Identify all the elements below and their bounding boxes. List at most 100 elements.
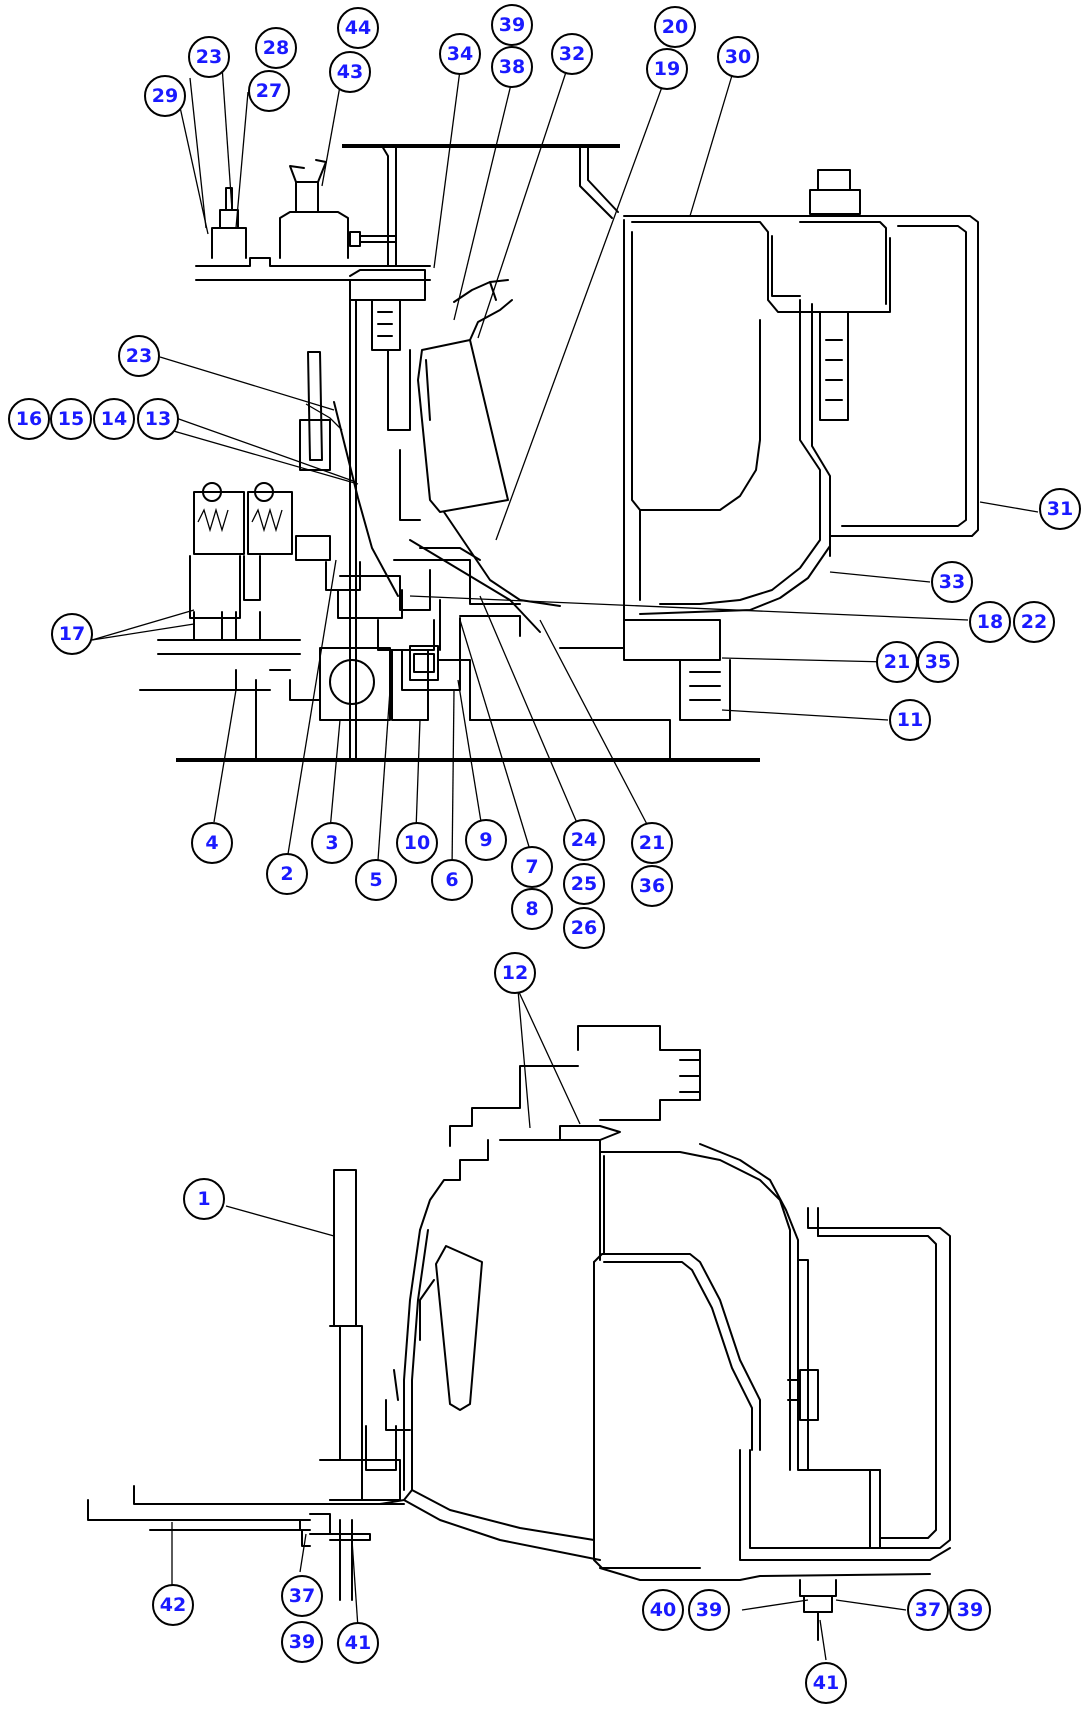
- svg-text:34: 34: [447, 43, 473, 65]
- callout-balloon: 5: [355, 859, 397, 901]
- svg-text:39: 39: [696, 1599, 722, 1621]
- callout-balloon: 18: [969, 601, 1011, 643]
- svg-text:39: 39: [289, 1631, 315, 1653]
- svg-text:21: 21: [639, 832, 665, 854]
- svg-text:39: 39: [499, 14, 525, 36]
- callout-balloon: 25: [563, 863, 605, 905]
- callout-balloon: 42: [152, 1584, 194, 1626]
- svg-text:8: 8: [525, 898, 538, 920]
- callout-balloon: 6: [431, 859, 473, 901]
- lower-assembly-linework: [87, 1025, 951, 1641]
- svg-text:7: 7: [525, 856, 538, 878]
- svg-text:28: 28: [263, 37, 289, 59]
- callout-balloon: 32: [551, 33, 593, 75]
- callout-balloon: 14: [93, 398, 135, 440]
- callout-balloon: 7: [511, 846, 553, 888]
- callout-balloon: 41: [337, 1622, 379, 1664]
- callout-balloon: 33: [931, 561, 973, 603]
- callout-balloon: 35: [917, 641, 959, 683]
- svg-text:32: 32: [559, 43, 585, 65]
- callout-balloon: 8: [511, 888, 553, 930]
- svg-text:9: 9: [479, 829, 492, 851]
- svg-text:42: 42: [160, 1594, 186, 1616]
- svg-text:27: 27: [256, 80, 282, 102]
- callout-balloon: 39: [949, 1589, 991, 1631]
- callout-balloon: 41: [805, 1662, 847, 1704]
- callout-balloon: 16: [8, 398, 50, 440]
- callout-balloon: 13: [137, 398, 179, 440]
- svg-text:2: 2: [280, 863, 293, 885]
- callout-balloon: 39: [491, 4, 533, 46]
- callout-balloon: 39: [688, 1589, 730, 1631]
- callout-balloon: 37: [281, 1575, 323, 1617]
- callout-balloon: 19: [646, 48, 688, 90]
- callout-balloon: 40: [642, 1589, 684, 1631]
- svg-text:30: 30: [725, 46, 751, 68]
- svg-text:3: 3: [325, 832, 338, 854]
- svg-text:17: 17: [59, 623, 85, 645]
- svg-text:37: 37: [915, 1599, 941, 1621]
- callout-balloon: 43: [329, 51, 371, 93]
- callout-balloon: 23: [118, 335, 160, 377]
- callout-balloon: 15: [50, 398, 92, 440]
- callout-balloon: 38: [491, 46, 533, 88]
- callout-balloon: 3: [311, 822, 353, 864]
- callout-balloon: 30: [717, 36, 759, 78]
- svg-text:16: 16: [16, 408, 42, 430]
- callout-balloon: 44: [337, 7, 379, 49]
- svg-text:6: 6: [445, 869, 458, 891]
- svg-text:37: 37: [289, 1585, 315, 1607]
- callout-balloon: 34: [439, 33, 481, 75]
- callout-balloon: 29: [144, 75, 186, 117]
- svg-text:41: 41: [345, 1632, 371, 1654]
- svg-text:38: 38: [499, 56, 525, 78]
- callout-balloon: 37: [907, 1589, 949, 1631]
- callout-balloon: 20: [654, 6, 696, 48]
- svg-text:23: 23: [196, 46, 222, 68]
- svg-text:10: 10: [404, 832, 430, 854]
- svg-text:20: 20: [662, 16, 688, 38]
- callout-balloon: 1: [183, 1178, 225, 1220]
- svg-text:43: 43: [337, 61, 363, 83]
- callout-balloon: 10: [396, 822, 438, 864]
- callout-balloon: 21: [876, 641, 918, 683]
- svg-text:29: 29: [152, 85, 178, 107]
- svg-text:19: 19: [654, 58, 680, 80]
- callout-balloon: 36: [631, 865, 673, 907]
- callout-balloon: 17: [51, 613, 93, 655]
- callout-balloon: 39: [281, 1621, 323, 1663]
- callout-balloon: 4: [191, 822, 233, 864]
- callout-balloon: 28: [255, 27, 297, 69]
- callout-balloon: 22: [1013, 601, 1055, 643]
- svg-text:5: 5: [369, 869, 382, 891]
- svg-text:36: 36: [639, 875, 665, 897]
- svg-text:39: 39: [957, 1599, 983, 1621]
- svg-text:40: 40: [650, 1599, 676, 1621]
- svg-text:21: 21: [884, 651, 910, 673]
- svg-text:14: 14: [101, 408, 127, 430]
- svg-text:13: 13: [145, 408, 171, 430]
- upper-assembly-linework: [139, 144, 979, 762]
- svg-text:25: 25: [571, 873, 597, 895]
- svg-text:41: 41: [813, 1672, 839, 1694]
- callout-balloon: 12: [494, 952, 536, 994]
- svg-text:12: 12: [502, 962, 528, 984]
- callout-balloon: 31: [1039, 488, 1081, 530]
- svg-text:24: 24: [571, 829, 597, 851]
- svg-text:1: 1: [197, 1188, 210, 1210]
- svg-text:22: 22: [1021, 611, 1047, 633]
- svg-text:18: 18: [977, 611, 1003, 633]
- callout-balloon: 26: [563, 907, 605, 949]
- svg-text:15: 15: [58, 408, 84, 430]
- svg-text:44: 44: [345, 17, 371, 39]
- svg-text:23: 23: [126, 345, 152, 367]
- callout-balloon: 9: [465, 819, 507, 861]
- svg-text:33: 33: [939, 571, 965, 593]
- callout-balloon: 27: [248, 70, 290, 112]
- svg-text:4: 4: [205, 832, 218, 854]
- callout-balloon: 23: [188, 36, 230, 78]
- svg-text:26: 26: [571, 917, 597, 939]
- svg-text:35: 35: [925, 651, 951, 673]
